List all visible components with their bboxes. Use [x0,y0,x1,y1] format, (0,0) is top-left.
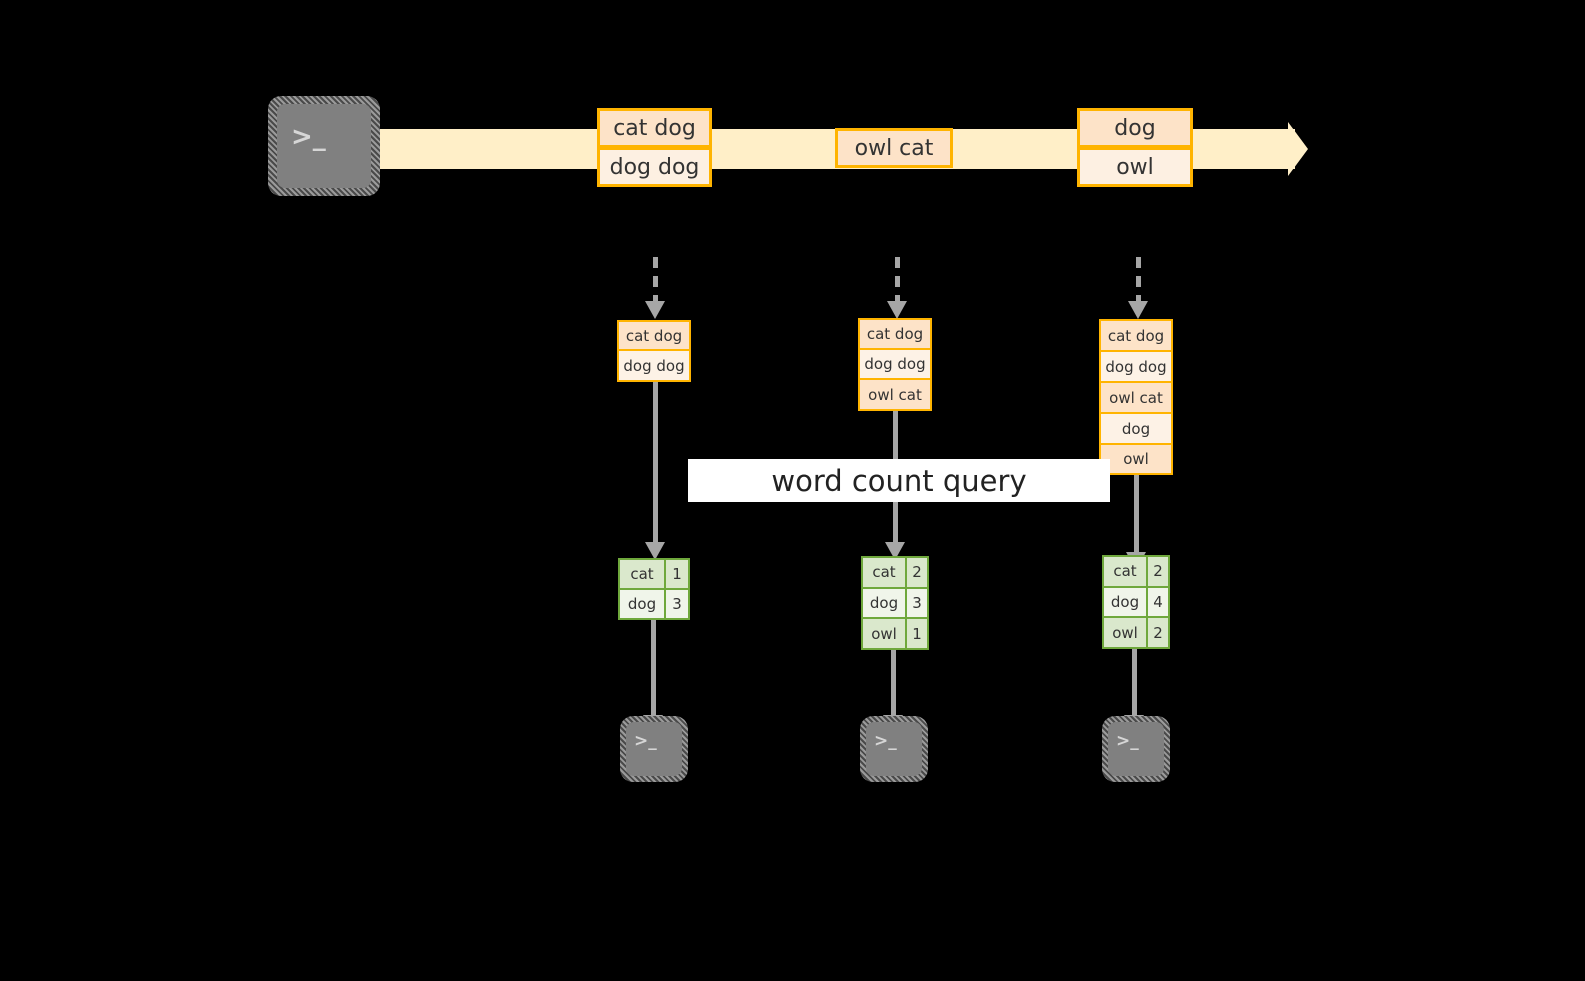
terminal-prompt-text: >_ [291,122,326,152]
result-count: 1 [907,619,927,649]
terminal-screen: >_ [626,722,682,776]
query-label-text: word count query [771,463,1027,498]
input-row: dog dog [619,351,689,380]
input-row: owl cat [860,380,930,409]
input-row: dog dog [860,350,930,380]
input-row: dog dog [1101,352,1171,383]
source-terminal-icon: >_ [268,96,380,196]
result-count: 1 [666,560,688,588]
input-row: cat dog [860,320,930,350]
result-row: cat 2 [1104,557,1168,588]
query-label-band: word count query [688,459,1110,502]
input-row: cat dog [1101,321,1171,352]
arrow-shaft [653,257,658,302]
result-word: cat [620,560,666,588]
arrow-head-icon [885,542,905,560]
arrow-shaft [1134,475,1139,555]
stream-arrowhead-icon [1288,122,1308,176]
terminal-prompt-text: >_ [1116,731,1139,751]
trigger-3-sink-terminal-icon: >_ [1102,716,1170,782]
result-word: cat [863,558,907,587]
arrow-shaft [653,382,658,545]
arrow-head-icon [645,301,665,319]
result-count: 2 [1148,618,1168,648]
terminal-screen: >_ [866,722,922,776]
arrow-head-icon [887,301,907,319]
result-row: dog 4 [1104,587,1168,619]
arrow-shaft [891,650,896,718]
trigger-3-input-table: cat dog dog dog owl cat dog owl [1099,319,1173,475]
stream-record: owl cat [835,128,953,168]
trigger-2-sink-terminal-icon: >_ [860,716,928,782]
arrow-head-icon [1128,301,1148,319]
result-word: owl [863,619,907,649]
arrow-shaft [1132,649,1137,718]
stream-record: cat dog [597,108,712,148]
terminal-prompt-text: >_ [874,731,897,751]
arrow-shaft [651,620,656,718]
trigger-1-sink-terminal-icon: >_ [620,716,688,782]
result-word: dog [1104,587,1148,617]
input-row: dog [1101,414,1171,445]
result-count: 4 [1148,587,1168,617]
result-word: dog [620,590,666,618]
arrow-shaft [895,257,900,302]
result-count: 2 [907,558,927,587]
result-word: cat [1104,557,1148,586]
trigger-1-input-table: cat dog dog dog [617,320,691,382]
result-row: owl 1 [863,619,927,649]
arrow-shaft [1136,257,1141,302]
result-row: cat 2 [863,558,927,589]
trigger-1-result-table: cat 1 dog 3 [618,558,690,620]
result-count: 3 [907,588,927,618]
input-row: owl [1101,445,1171,473]
result-count: 3 [666,590,688,618]
result-count: 2 [1148,557,1168,586]
arrow-head-icon [645,542,665,560]
result-row: dog 3 [620,590,688,618]
terminal-prompt-text: >_ [634,731,657,751]
terminal-screen: >_ [277,104,371,188]
result-row: owl 2 [1104,618,1168,648]
stream-record: dog dog [597,147,712,187]
input-row: cat dog [619,322,689,351]
result-row: dog 3 [863,588,927,620]
trigger-2-input-table: cat dog dog dog owl cat [858,318,932,411]
result-row: cat 1 [620,560,688,590]
trigger-3-result-table: cat 2 dog 4 owl 2 [1102,555,1170,649]
stream-record: owl [1077,147,1193,187]
stream-record: dog [1077,108,1193,148]
result-word: owl [1104,618,1148,648]
result-word: dog [863,588,907,618]
terminal-screen: >_ [1108,722,1164,776]
trigger-2-result-table: cat 2 dog 3 owl 1 [861,556,929,650]
input-row: owl cat [1101,383,1171,414]
